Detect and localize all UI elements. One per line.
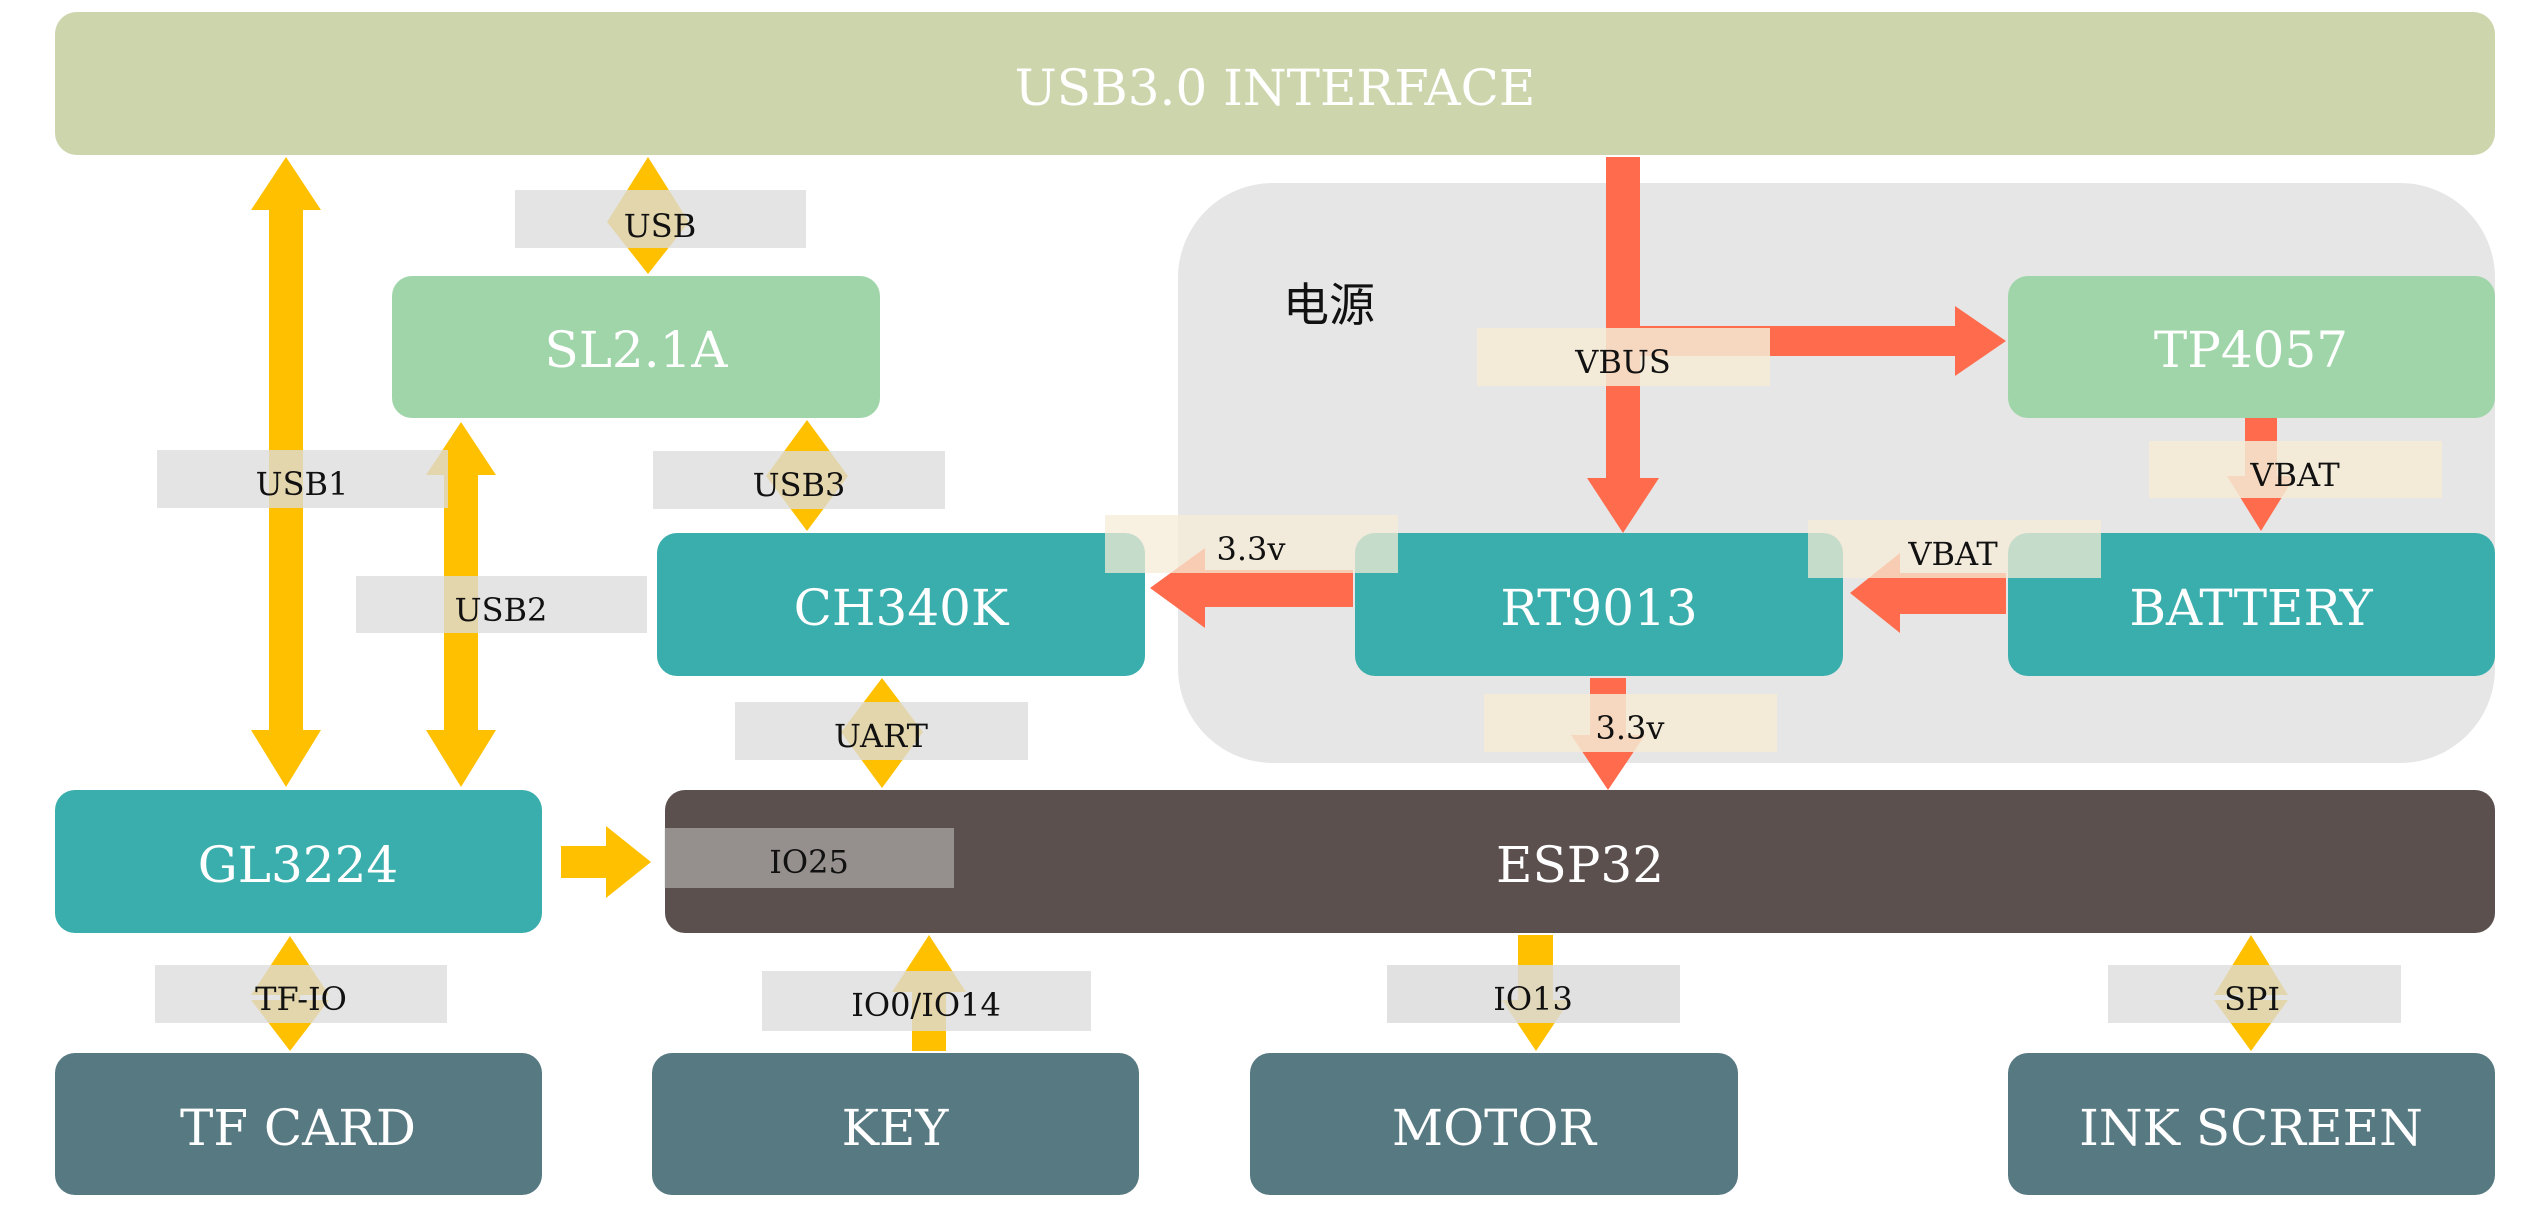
vbus-tag [1477, 328, 1770, 386]
io25-tag [664, 828, 954, 888]
vbat-tp4057-tag [2149, 441, 2442, 498]
usb-tag [515, 190, 806, 248]
uart-tag [735, 702, 1028, 760]
vbat-tp4057-tag-label: VBAT [2249, 456, 2340, 494]
key-label: KEY [842, 1099, 950, 1157]
motor-block [1250, 1053, 1738, 1195]
vbus-tag-label: VBUS [1574, 343, 1671, 381]
esp32-block [665, 790, 2495, 933]
gl3224-label: GL3224 [198, 836, 398, 894]
battery-block [2008, 533, 2495, 676]
v33-ch340k-tag-label: 3.3v [1217, 530, 1286, 568]
io0-io14-tag-label: IO0/IO14 [851, 986, 1001, 1024]
ch340k-label: CH340K [794, 579, 1010, 637]
ink-screen-block [2008, 1053, 2495, 1195]
io0-io14-tag [762, 971, 1091, 1031]
tf-card-block [55, 1053, 542, 1195]
gl3224-to-esp32-arrow [561, 826, 651, 898]
usb1-tag [157, 450, 448, 508]
tf-io-tag [155, 965, 447, 1023]
v33-ch340k-tag [1105, 515, 1398, 573]
v33-esp32-tag [1484, 694, 1777, 752]
usb1-tag-label: USB1 [256, 465, 349, 503]
esp32-label: ESP32 [1496, 836, 1664, 894]
usb3-tag [653, 451, 945, 509]
rt9013-label: RT9013 [1500, 579, 1697, 637]
uart-tag-label: UART [834, 717, 929, 755]
power-zone-label: 电源 [1283, 278, 1375, 332]
ch340k-block [657, 533, 1145, 676]
battery-label: BATTERY [2129, 579, 2373, 637]
spi-tag [2108, 965, 2401, 1023]
vbus-to-tp4057-arrow [1640, 306, 2006, 376]
tf-card-label: TF CARD [180, 1099, 416, 1157]
spi-tag-label: SPI [2224, 980, 2280, 1018]
rt9013-block [1355, 533, 1843, 676]
usb2-tag [356, 576, 647, 633]
sl21a-block [392, 276, 880, 418]
tp4057-label: TP4057 [2154, 321, 2348, 379]
usb2-tag-label: USB2 [455, 591, 548, 629]
io13-tag [1387, 965, 1680, 1023]
sl21a-label: SL2.1A [544, 321, 728, 379]
key-block [652, 1053, 1139, 1195]
io13-tag-label: IO13 [1493, 980, 1573, 1018]
io25-tag-label: IO25 [769, 843, 849, 881]
v33-esp32-tag-label: 3.3v [1596, 709, 1665, 747]
tf-io-tag-label: TF-IO [255, 980, 347, 1018]
usb3-tag-label: USB3 [753, 466, 846, 504]
motor-label: MOTOR [1392, 1099, 1598, 1157]
vbat-battery-tag-label: VBAT [1907, 535, 1998, 573]
usb-interface-label: USB3.0 INTERFACE [1015, 59, 1536, 117]
ink-screen-label: INK SCREEN [2079, 1099, 2423, 1157]
tp4057-block [2008, 276, 2495, 418]
usb-interface-block [55, 12, 2495, 155]
usb-tag-label: USB [624, 207, 696, 245]
vbat-battery-tag [1808, 520, 2101, 578]
gl3224-block [55, 790, 542, 933]
